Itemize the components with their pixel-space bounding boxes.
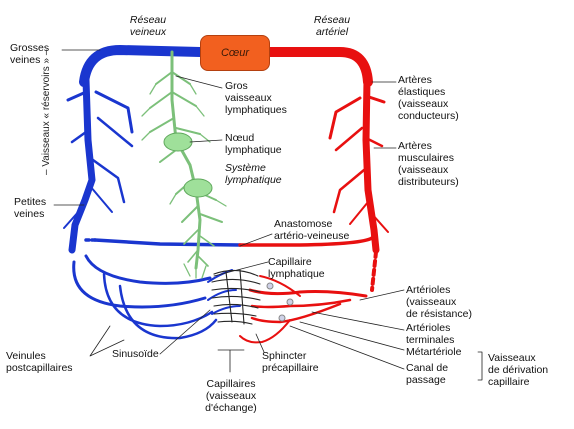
label-sphincter: Sphincter précapillaire xyxy=(262,350,319,374)
label-lymph-capillary: Capillaire lymphatique xyxy=(268,256,325,280)
heart-box: Cœur xyxy=(200,35,270,71)
artery-branch-6 xyxy=(364,94,386,104)
label-sinusoid: Sinusoïde xyxy=(112,348,159,360)
venous-network xyxy=(63,45,242,340)
arteriole-2 xyxy=(250,298,352,309)
sphincter-markers xyxy=(266,282,294,322)
label-muscular-arteries: Artères musculaires (vaisseaux distribut… xyxy=(398,140,459,188)
elastic-artery xyxy=(362,76,380,254)
vein-loop-4 xyxy=(118,284,218,340)
vein-cap-2 xyxy=(207,289,237,301)
label-lymph-node: Nœud lymphatique xyxy=(225,132,282,156)
label-arterioles: Artérioles (vaisseaux de résistance) xyxy=(406,284,472,320)
venous-network-title: Réseau veineux xyxy=(129,14,167,38)
label-large-lymph: Gros vaisseaux lymphatiques xyxy=(225,80,287,116)
great-vein-top xyxy=(79,45,205,87)
vein-cap-3 xyxy=(211,305,241,315)
label-passage-channel: Canal de passage xyxy=(406,362,449,386)
label-metarteriole: Métartériole xyxy=(406,346,462,358)
anastomosis-artery-segment xyxy=(238,236,374,247)
artery-branch-7 xyxy=(364,136,384,148)
artery-dashes xyxy=(370,250,378,292)
lymph-node-2 xyxy=(183,178,213,198)
lymphatic-system xyxy=(141,50,227,279)
vein-branch-2 xyxy=(96,116,134,148)
label-shunt-vessels: Vaisseaux de dérivation capillaire xyxy=(488,352,549,388)
label-elastic-arteries: Artères élastiques (vaisseaux conducteur… xyxy=(398,74,459,122)
lymph-node-1 xyxy=(163,132,193,152)
artery-branch-4 xyxy=(349,201,369,225)
label-small-veins: Petites veines xyxy=(14,196,47,220)
great-vein-trunk xyxy=(68,76,96,254)
artery-branch-1 xyxy=(328,96,362,140)
label-terminal-arterioles: Artérioles terminales xyxy=(406,322,455,346)
vein-loop-1 xyxy=(84,254,212,285)
artery-branch-2 xyxy=(334,126,364,152)
vein-branch-7 xyxy=(70,130,88,144)
arteriole-3 xyxy=(250,302,342,324)
arteriole-4 xyxy=(259,275,301,297)
lymph-main-trunk xyxy=(170,50,202,270)
vein-branch-1 xyxy=(94,90,134,134)
label-capillaries: Capillaires (vaisseaux d'échange) xyxy=(205,378,257,414)
vein-loop-2 xyxy=(72,260,207,309)
label-lymph-system: Système lymphatique xyxy=(225,162,282,186)
vein-branch-5 xyxy=(63,209,81,229)
anastomosis-vein-segment xyxy=(93,238,242,247)
label-reservoir-vessels: – Vaisseaux « réservoirs » – xyxy=(41,49,52,175)
vein-loop-3 xyxy=(102,272,214,328)
terminal-arteriole xyxy=(239,319,291,344)
artery-branch-5 xyxy=(371,213,389,233)
leader-lines xyxy=(53,49,483,381)
arteriole-1 xyxy=(248,288,368,298)
aorta-top xyxy=(265,47,373,87)
vein-branch-4 xyxy=(89,185,113,213)
vein-branch-3 xyxy=(91,158,126,204)
label-anastomosis: Anastomose artério-veineuse xyxy=(274,218,350,242)
vein-branch-6 xyxy=(66,90,88,102)
label-venules: Veinules postcapillaires xyxy=(6,350,73,374)
capillary-bed xyxy=(211,269,261,325)
artery-branch-3 xyxy=(332,168,366,214)
arterial-network xyxy=(238,47,389,344)
label-great-veins: Grosses veines xyxy=(10,42,50,66)
arterial-network-title: Réseau artériel xyxy=(313,14,351,38)
